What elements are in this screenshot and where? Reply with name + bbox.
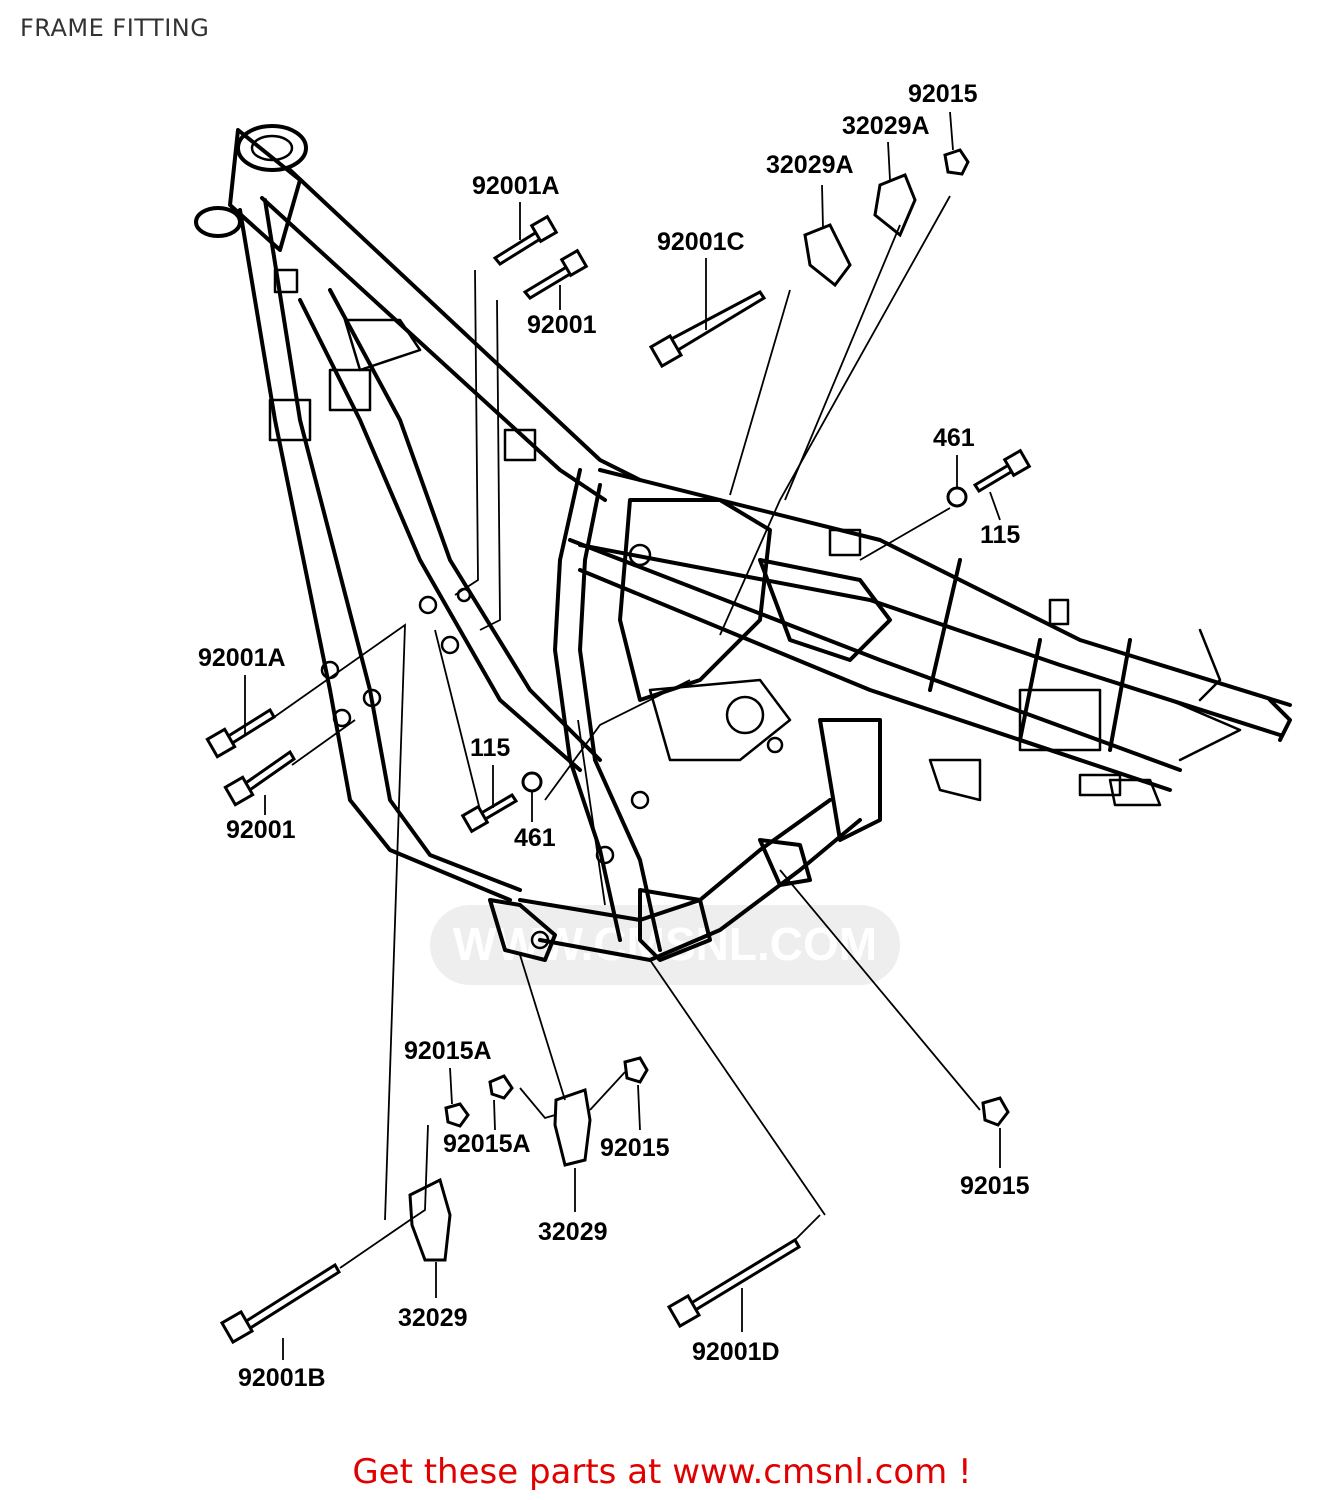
callout-461-mid: 461: [514, 824, 556, 852]
callout-92015A-a: 92015A: [404, 1037, 492, 1065]
callout-92001C: 92001C: [657, 228, 745, 256]
callout-32029A-mid: 32029A: [766, 151, 854, 179]
callout-92001-left: 92001: [226, 816, 296, 844]
callout-32029-a: 32029: [538, 1218, 608, 1246]
watermark-text: WWW.CMSNL.COM: [453, 918, 877, 970]
callout-461-right: 461: [933, 424, 975, 452]
callout-92001A-top: 92001A: [472, 172, 560, 200]
callout-32029A-top: 32029A: [842, 112, 930, 140]
nut-92015A-a: [444, 1102, 470, 1128]
bolt-92001D: [685, 1237, 802, 1315]
footer-text-prefix: Get these parts at: [352, 1452, 673, 1492]
callout-labels: 92015 32029A 32029A 92001A 92001C 92001 …: [198, 80, 1030, 1392]
leader-lines: [244, 111, 1001, 1360]
frame-drawing: [194, 124, 1292, 962]
bracket-32029A-top: [873, 173, 917, 238]
callout-92015A-b: 92015A: [443, 1130, 531, 1158]
bolt-92001B: [237, 1262, 342, 1335]
bracket-32029-b: [408, 1177, 452, 1262]
callout-92001B: 92001B: [238, 1364, 326, 1392]
callout-92001D: 92001D: [692, 1338, 780, 1366]
fasteners: [205, 148, 1032, 1345]
footer-text-suffix: !: [947, 1452, 972, 1492]
callout-92015-mid: 92015: [600, 1134, 670, 1162]
nut-92015-right: [981, 1096, 1010, 1127]
footer-promo: Get these parts at www.cmsnl.com !: [0, 1452, 1324, 1492]
callout-32029-b: 32029: [398, 1304, 468, 1332]
callout-92015-right: 92015: [960, 1172, 1030, 1200]
nut-92015-top: [943, 148, 970, 176]
cmsnl-link[interactable]: www.cmsnl.com: [672, 1452, 948, 1492]
washer-461-right: [946, 486, 968, 508]
watermark: WWW.CMSNL.COM: [430, 905, 900, 985]
page-title: FRAME FITTING: [20, 14, 210, 42]
nut-92015-mid: [623, 1056, 649, 1084]
callout-115-mid: 115: [470, 734, 510, 762]
callout-92001A-left: 92001A: [198, 644, 286, 672]
callout-115-right: 115: [980, 521, 1020, 549]
bracket-32029A-mid: [803, 223, 852, 288]
washer-461-mid: [521, 771, 543, 793]
callout-92001-top: 92001: [527, 311, 597, 339]
bolt-92001C-head: [648, 333, 684, 369]
bracket-32029-a: [553, 1088, 592, 1167]
nut-92015A-b: [488, 1074, 514, 1100]
callout-92015-top: 92015: [908, 80, 978, 108]
